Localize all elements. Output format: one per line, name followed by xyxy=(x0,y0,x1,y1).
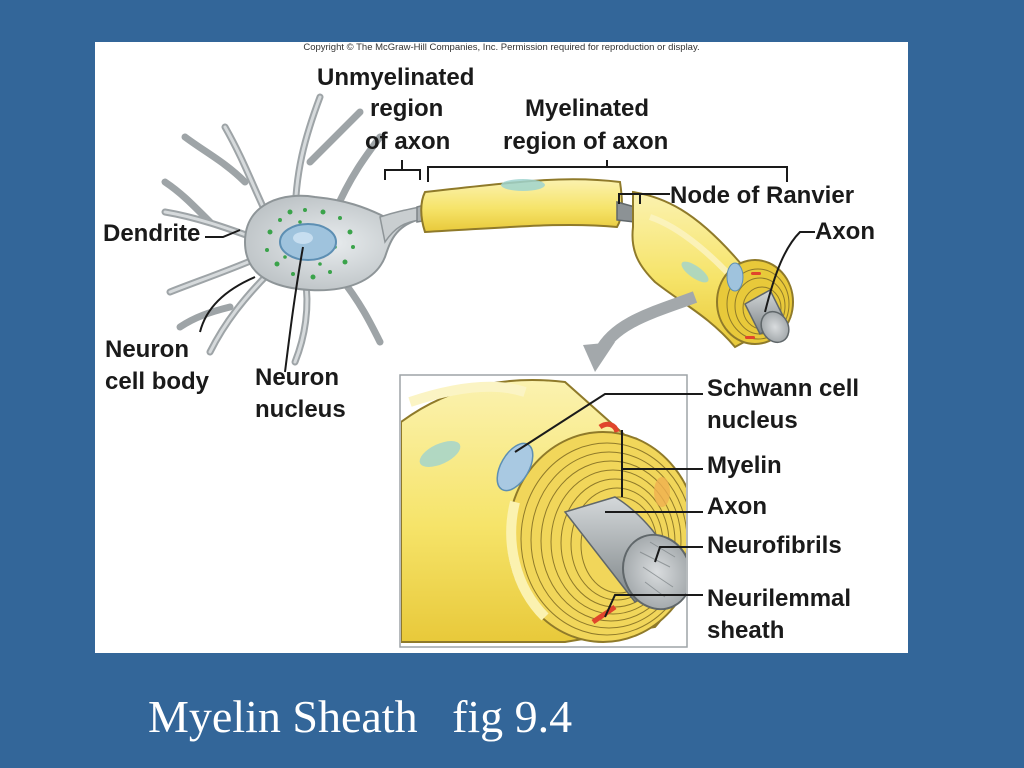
label-axon-top: Axon xyxy=(815,218,875,245)
label-neurofibrils: Neurofibrils xyxy=(707,532,842,559)
label-schwann-1: Schwann cell xyxy=(707,375,860,402)
label-myelinated-1: Myelinated xyxy=(525,95,650,122)
axon-hillock xyxy=(379,206,421,244)
nissl-granules xyxy=(265,208,355,280)
inset-cross-section xyxy=(401,379,686,643)
label-unmyelinated-2: region xyxy=(370,95,444,122)
label-axon-inset: Axon xyxy=(707,493,767,520)
label-cell-body-2: cell body xyxy=(105,368,210,395)
label-neurilemmal-2: sheath xyxy=(707,617,785,644)
label-unmyelinated-3: of axon xyxy=(365,128,451,155)
label-dendrite: Dendrite xyxy=(103,220,201,247)
label-myelinated-2: region of axon xyxy=(503,128,669,155)
label-nucleus-2: nucleus xyxy=(255,396,346,423)
label-nucleus-1: Neuron xyxy=(255,364,339,391)
label-node-of-ranvier: Node of Ranvier xyxy=(670,182,855,209)
leader-lines xyxy=(199,229,815,373)
neuron-diagram xyxy=(161,93,815,648)
inset-leader-lines xyxy=(514,393,703,618)
label-schwann-2: nucleus xyxy=(707,407,798,434)
copyright-notice: Copyright © The McGraw-Hill Companies, I… xyxy=(303,42,700,53)
figure-panel: Copyright © The McGraw-Hill Companies, I… xyxy=(95,42,908,653)
label-neurilemmal-1: Neurilemmal xyxy=(707,585,852,612)
bracket-lines xyxy=(384,160,788,204)
myelin-segment-1 xyxy=(420,178,623,234)
inset-arrow xyxy=(594,291,698,356)
label-myelin: Myelin xyxy=(707,452,782,479)
label-cell-body-1: Neuron xyxy=(105,336,189,363)
slide-caption: Myelin Sheath fig 9.4 xyxy=(148,691,573,742)
label-unmyelinated-1: Unmyelinated xyxy=(317,64,475,91)
